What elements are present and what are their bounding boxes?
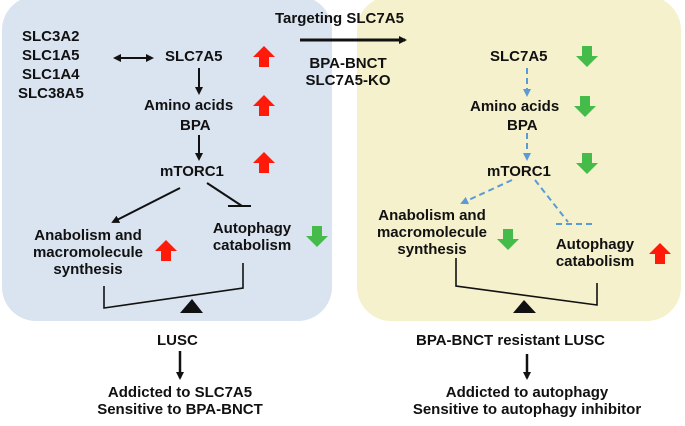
left-mtorc1-up-arrow-icon bbox=[253, 152, 275, 173]
slc1a5-label: SLC1A5 bbox=[22, 47, 80, 64]
balance-beam-right bbox=[455, 258, 598, 306]
fulcrum-left bbox=[180, 299, 203, 313]
right-anabolism-down-arrow-icon bbox=[497, 229, 519, 250]
arrow-mtorc1-to-anabolism bbox=[111, 187, 181, 223]
left-outcome: Addicted to SLC7A5 Sensitive to BPA-BNCT bbox=[97, 384, 263, 418]
autophagy-label: Autophagy catabolism bbox=[212, 220, 292, 254]
slc7a5-label: SLC7A5 bbox=[165, 48, 223, 65]
slc7a5-label-right: SLC7A5 bbox=[490, 48, 548, 65]
left-amino-acids-up-arrow-icon bbox=[253, 95, 275, 116]
left-slc7a5-up-arrow-icon bbox=[253, 46, 275, 67]
left-anabolism-up-arrow-icon bbox=[155, 240, 177, 261]
dashed-arrow-mtorc1-to-anabolism bbox=[460, 179, 513, 205]
resistant-lusc-panel bbox=[357, 0, 681, 321]
amino-acids-label: Amino acids bbox=[144, 97, 234, 114]
autophagy-label-right: Autophagy catabolism bbox=[555, 236, 635, 270]
resistant-lusc-label: BPA-BNCT resistant LUSC bbox=[416, 332, 605, 349]
bpa-label: BPA bbox=[180, 117, 211, 134]
right-amino-acids-down-arrow-icon bbox=[574, 96, 596, 117]
bpa-label-right: BPA bbox=[507, 117, 538, 134]
treatment-label: BPA-BNCT SLC7A5-KO bbox=[305, 55, 391, 89]
right-outcome: Addicted to autophagy Sensitive to autop… bbox=[412, 384, 642, 418]
mtorc1-label-right: mTORC1 bbox=[487, 163, 551, 180]
slc1a4-label: SLC1A4 bbox=[22, 66, 80, 83]
inhibit-mtorc1-to-autophagy bbox=[206, 182, 243, 207]
slc3a2-label: SLC3A2 bbox=[22, 28, 80, 45]
lusc-label: LUSC bbox=[157, 332, 198, 349]
right-autophagy-up-arrow-icon bbox=[649, 243, 671, 264]
targeting-label: Targeting SLC7A5 bbox=[275, 10, 404, 27]
amino-acids-label-right: Amino acids bbox=[470, 98, 560, 115]
mtorc1-label: mTORC1 bbox=[160, 163, 224, 180]
anabolism-label: Anabolism and macromolecule synthesis bbox=[32, 227, 144, 278]
anabolism-label-right: Anabolism and macromolecule synthesis bbox=[376, 207, 488, 258]
dashed-inhibit-mtorc1-to-autophagy bbox=[534, 179, 569, 223]
slc38a5-label: SLC38A5 bbox=[18, 85, 84, 102]
right-mtorc1-down-arrow-icon bbox=[576, 153, 598, 174]
left-autophagy-down-arrow-icon bbox=[306, 226, 328, 247]
fulcrum-right bbox=[513, 300, 536, 313]
right-slc7a5-down-arrow-icon bbox=[576, 46, 598, 67]
balance-beam-left bbox=[103, 263, 244, 309]
lusc-panel bbox=[2, 0, 332, 321]
